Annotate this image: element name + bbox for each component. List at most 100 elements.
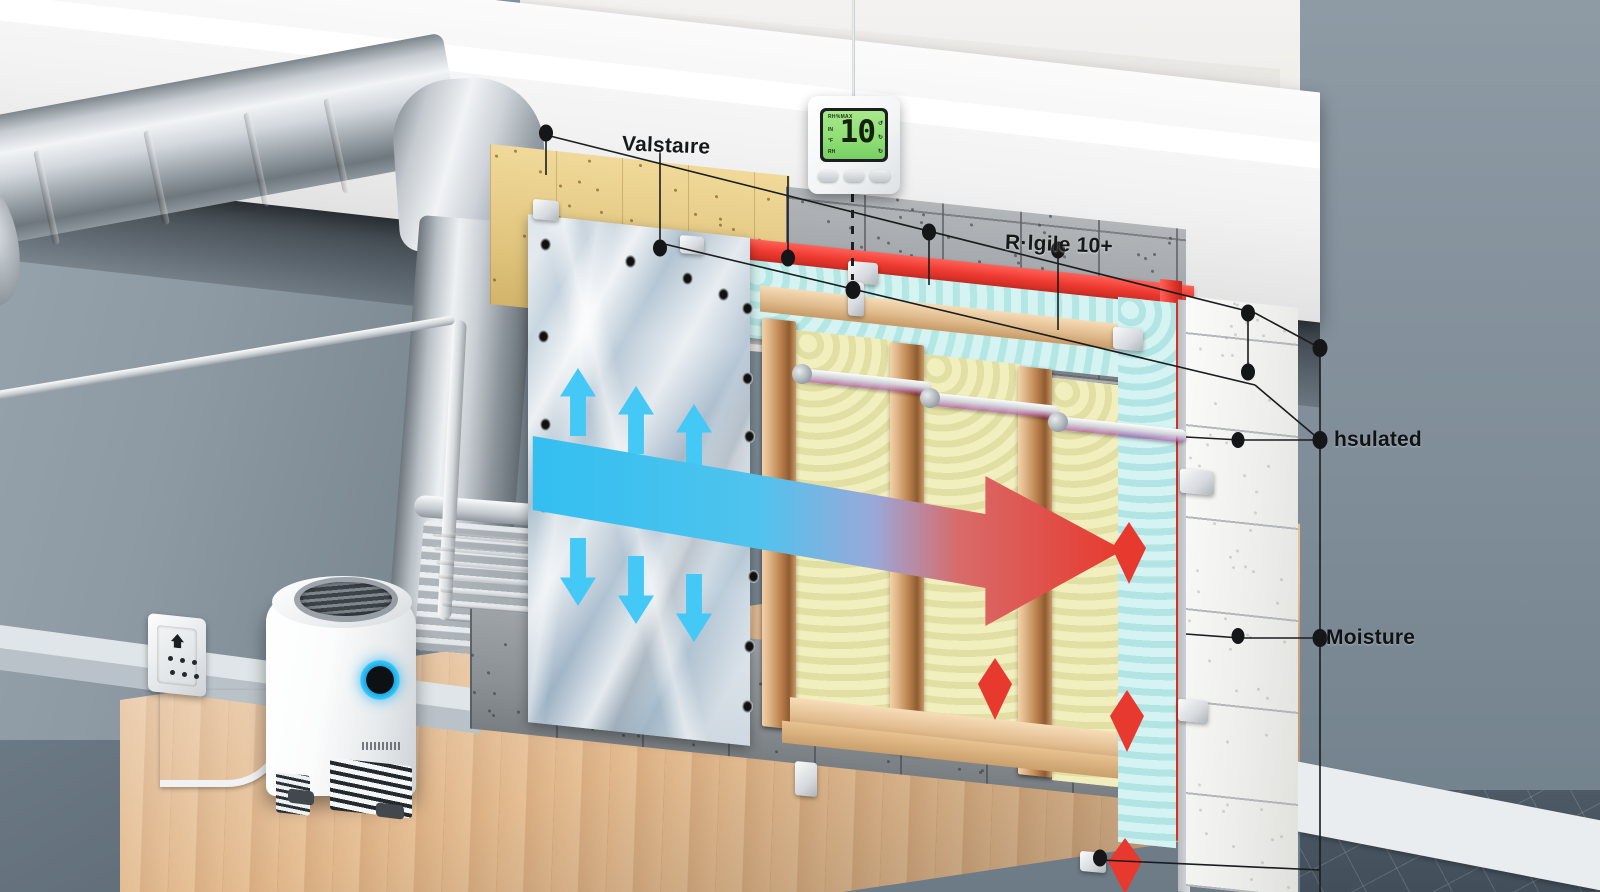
layer-white-masonry bbox=[1186, 296, 1298, 892]
fastener-clip-5 bbox=[1180, 469, 1214, 496]
white-block-fleck bbox=[1188, 619, 1191, 622]
white-block-fleck bbox=[1229, 555, 1232, 558]
cmu-fleck bbox=[970, 224, 973, 227]
white-block-fleck bbox=[1283, 330, 1286, 333]
callout-label-insulated: hsulated bbox=[1334, 428, 1422, 452]
cmu-fleck bbox=[887, 242, 890, 245]
rod-cap-1 bbox=[920, 388, 940, 408]
white-block-fleck bbox=[1260, 808, 1263, 811]
callout-label-moisture: Moisture bbox=[1326, 626, 1415, 650]
cmu-fleck bbox=[801, 200, 804, 203]
cmu-fleck bbox=[1137, 253, 1140, 256]
humidity-monitor-button-set[interactable] bbox=[818, 170, 838, 182]
white-block-fleck bbox=[1276, 602, 1279, 605]
white-block-fleck bbox=[1234, 333, 1237, 336]
white-block-fleck bbox=[1231, 354, 1234, 357]
white-block-fleck bbox=[1244, 565, 1247, 568]
osb-fleck bbox=[715, 195, 718, 198]
fastener-clip-1 bbox=[680, 235, 704, 255]
osb-fleck bbox=[674, 189, 677, 192]
cmu-base-fleck bbox=[492, 713, 495, 716]
white-block-fleck bbox=[1225, 441, 1228, 444]
cmu-fleck bbox=[1017, 261, 1020, 264]
cmu-fleck bbox=[947, 235, 950, 238]
lcd-side-icon-2: ↻ bbox=[878, 134, 883, 141]
vapor-barrier-grommet-3 bbox=[718, 288, 729, 301]
hygrometer-hanging-wire bbox=[852, 0, 855, 98]
osb-fleck bbox=[694, 213, 697, 216]
lcd-side-icon-1: ↺ bbox=[878, 120, 883, 127]
lcd-side-icon-3: ↻ bbox=[878, 148, 883, 155]
osb-fleck bbox=[732, 228, 735, 231]
fastener-clip-4 bbox=[1113, 327, 1143, 352]
white-block-fleck bbox=[1261, 862, 1264, 865]
cmu-fleck bbox=[899, 215, 902, 218]
white-block-fleck bbox=[1198, 783, 1201, 786]
white-block-fleck bbox=[1243, 474, 1246, 477]
white-block-fleck bbox=[1265, 733, 1268, 736]
cmu-fleck bbox=[1049, 215, 1052, 218]
cmu-base-fleck bbox=[471, 653, 474, 656]
white-block-fleck bbox=[1280, 835, 1283, 838]
humidity-monitor-screen-bezel: RH%MAX IN °F RH 10 ↺ ↻ ↻ bbox=[820, 108, 888, 162]
white-block-fleck bbox=[1232, 566, 1235, 569]
white-block-fleck bbox=[1224, 617, 1227, 620]
fastener-clip-8 bbox=[1080, 851, 1106, 873]
white-block-fleck bbox=[1267, 464, 1270, 467]
white-block-fleck bbox=[1236, 303, 1239, 306]
outlet-hole-2 bbox=[192, 660, 197, 665]
white-block-fleck bbox=[1247, 362, 1250, 365]
white-block-fleck bbox=[1233, 302, 1236, 305]
dehumidifier-power-indicator[interactable] bbox=[360, 660, 400, 700]
white-block-fleck bbox=[1226, 740, 1229, 743]
cmu-base-fleck bbox=[488, 709, 491, 712]
white-block-fleck bbox=[1245, 321, 1248, 324]
white-block-fleck bbox=[1249, 636, 1252, 639]
white-block-fleck bbox=[1268, 399, 1271, 402]
white-block-fleck bbox=[1252, 570, 1255, 573]
cmu-base-fleck bbox=[775, 750, 778, 753]
white-block-fleck bbox=[1256, 319, 1259, 322]
humidity-monitor-button-mode[interactable] bbox=[844, 170, 864, 182]
outlet-hole-0 bbox=[168, 656, 173, 661]
vapor-barrier-grommet-0 bbox=[540, 238, 551, 251]
white-block-fleck bbox=[1262, 335, 1265, 338]
cmu-base-fleck bbox=[887, 760, 890, 763]
vapor-barrier-grommet-11 bbox=[742, 700, 753, 713]
white-block-fleck bbox=[1257, 688, 1260, 691]
white-block-fleck bbox=[1271, 838, 1274, 841]
osb-fleck bbox=[767, 197, 770, 200]
dehumidifier[interactable] bbox=[266, 572, 424, 800]
white-block-fleck bbox=[1283, 641, 1286, 644]
wall-outlet-face[interactable] bbox=[157, 625, 197, 687]
rod-cap-2 bbox=[1048, 412, 1068, 432]
osb-fleck bbox=[600, 211, 603, 214]
outlet-hole-4 bbox=[182, 672, 187, 677]
vapor-barrier-grommet-6 bbox=[742, 372, 753, 385]
cmu-base-fleck bbox=[517, 710, 520, 713]
humidity-monitor-button-min[interactable] bbox=[870, 170, 890, 182]
white-block-fleck bbox=[1197, 590, 1200, 593]
white-block-fleck bbox=[1221, 354, 1224, 357]
humidity-monitor[interactable]: RH%MAX IN °F RH 10 ↺ ↻ ↻ bbox=[808, 96, 900, 194]
cmu-base-fleck bbox=[504, 643, 507, 646]
hygrometer-leader-line bbox=[851, 194, 854, 280]
white-block-fleck bbox=[1287, 886, 1290, 889]
dehumidifier-top-vent bbox=[300, 582, 392, 616]
humidity-monitor-lcd: RH%MAX IN °F RH 10 ↺ ↻ ↻ bbox=[823, 111, 885, 159]
cmu-base-fleck bbox=[637, 734, 640, 737]
white-block-fleck bbox=[1226, 804, 1229, 807]
lcd-mini-label-in: IN bbox=[828, 127, 833, 133]
white-block-fleck bbox=[1214, 402, 1217, 405]
white-block-fleck bbox=[1198, 464, 1201, 467]
osb-fleck bbox=[630, 219, 633, 222]
osb-fleck bbox=[559, 184, 562, 187]
white-block-fleck bbox=[1225, 336, 1228, 339]
cmu-fleck bbox=[1168, 241, 1171, 244]
white-block-fleck bbox=[1230, 325, 1233, 328]
osb-fleck bbox=[495, 155, 498, 158]
cmu-base-fleck bbox=[958, 767, 961, 770]
lcd-mini-label-rh: RH bbox=[828, 149, 835, 155]
cmu-fleck bbox=[860, 245, 863, 248]
white-block-fleck bbox=[1222, 810, 1225, 813]
